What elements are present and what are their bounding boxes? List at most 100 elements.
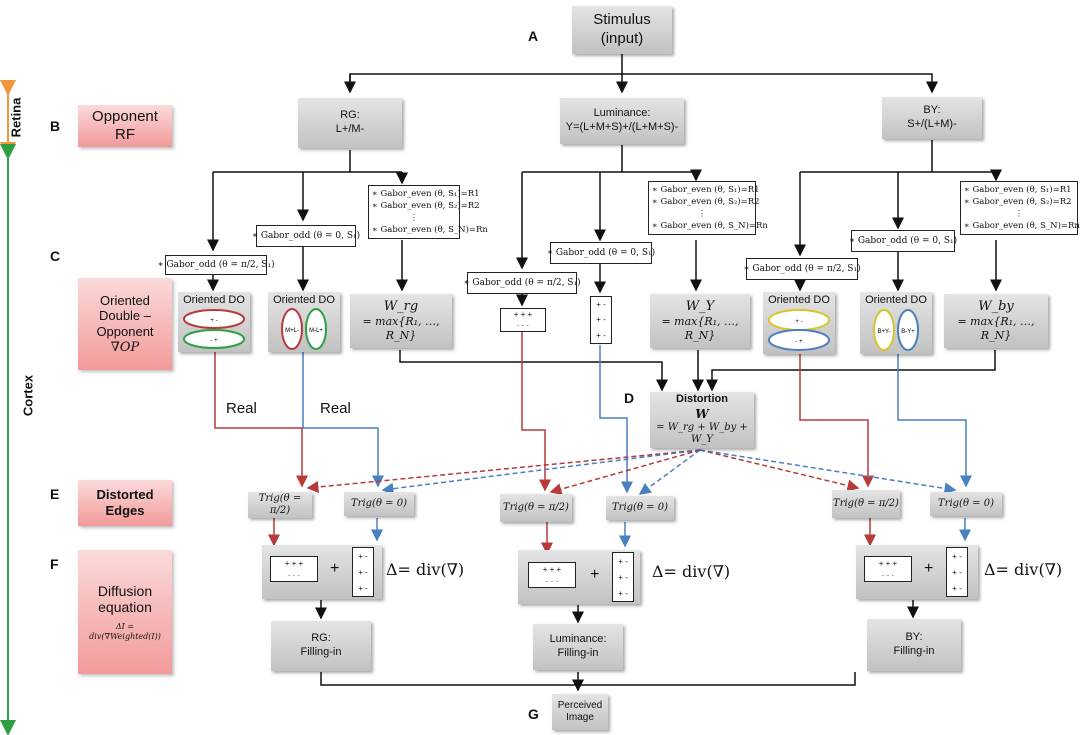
letter-e: E [50,486,60,502]
kernel-row: · · · [545,576,559,586]
luminance-horizontal-kernel: + + + · · · [500,308,546,332]
letter-f: F [50,556,59,572]
kernel-row: + - [618,588,628,598]
diffusion-lum-v-kernel: + - + - + - [612,552,634,602]
distortion-formula: = W_rg + W_by + W_Y [656,421,748,446]
gabor-even-stack-lum: ∗ Gabor_even (θ, S₁)=R1 ∗ Gabor_even (θ,… [648,181,768,235]
stimulus-box: Stimulus (input) [572,6,672,54]
svg-text:+ -: + - [210,318,217,324]
trig-0-lum: Trig(θ = 0) [606,496,674,520]
kernel-row: + - [596,330,606,340]
gabor-even-ellipsis: ⋮ [409,213,419,223]
gabor-even-line: ∗ Gabor_even (θ, S₂)=R2 [652,197,760,207]
svg-text:+ -: + - [795,319,802,325]
oriented-do-row-label: Oriented Double – Opponent ∇OP [78,278,172,370]
diffusion-equation-label: Diffusion equation ΔI = div(∇Weighted(I)… [78,550,172,674]
kernel-row: + - [596,315,606,325]
kernel-row: + - [358,567,368,577]
oriented-do-row-symbol: ∇OP [110,339,140,355]
diffusion-by-h-kernel: + + + · · · [864,556,912,582]
delta-equation-lum: Δ= div(∇) [652,562,731,581]
rg-filling-in-box: RG: Filling-in [271,621,371,671]
oriented-do-by-vertical: Oriented DO B+Y- B-Y+ [860,292,932,354]
luminance-filling-in-box: Luminance: Filling-in [533,624,623,670]
gabor-even-ellipsis: ⋮ [697,209,707,219]
weight-rg-symbol: W_rg [383,299,419,315]
letter-b: B [50,118,61,134]
kernel-row: + - [358,551,368,561]
diffusion-rg-h-kernel: + + + · · · [270,556,318,582]
kernel-row: + + + [284,558,304,568]
cortex-label: Cortex [20,374,36,417]
oriented-do-label: Oriented DO [183,294,245,306]
real-label-blue: Real [320,400,351,417]
gabor-even-line: ∗ Gabor_even (θ, S_N)=Rn [372,225,488,235]
luminance-filling-in-label: Luminance: Filling-in [549,633,607,659]
kernel-row: + + + [542,564,562,574]
by-filling-in-label: BY: Filling-in [893,631,935,657]
gabor-odd-pi2-lum: ∗ Gabor_odd (θ = π/2, S₁) [463,272,581,294]
do-horizontal-icon: + - - + [183,308,245,349]
diffusion-lum-h-kernel: + + + · · · [528,562,576,588]
kernel-row: + - [952,583,962,593]
letter-d: D [624,390,635,406]
luminance-channel-box: Luminance: Y=(L+M+S)+/(L+M+S)- [560,98,684,144]
svg-text:B-Y+: B-Y+ [901,329,915,335]
diffusion-rg-v-kernel: + - + - + - [352,547,374,597]
oriented-do-row-text: Oriented Double – Opponent [96,292,154,339]
gabor-even-line: ∗ Gabor_even (θ, S₁)=R1 [652,185,760,195]
weight-rg-formula: = max{R₁, …, R_N} [362,315,440,343]
gabor-even-line: ∗ Gabor_even (θ, S_N)=Rn [964,221,1080,231]
gabor-odd-0-rg: ∗ Gabor_odd (θ = 0, S₁) [252,225,360,247]
gabor-odd-0-lum: ∗ Gabor_odd (θ = 0, S₁) [547,242,655,264]
gabor-odd-pi2-by: ∗ Gabor_odd (θ = π/2, S₁) [743,258,861,280]
gabor-even-stack-by: ∗ Gabor_even (θ, S₁)=R1 ∗ Gabor_even (θ,… [960,181,1080,235]
weight-y-symbol: W_Y [685,299,715,315]
trig-pi2-by: Trig(θ = π/2) [832,490,900,518]
plus-sign: + [924,560,934,577]
oriented-do-rg-vertical: Oriented DO M+L- M-L+ [268,292,340,352]
plus-sign: + [590,566,600,583]
gabor-even-ellipsis: ⋮ [1014,209,1024,219]
luminance-vertical-kernel: + - + - + - [590,296,612,344]
distortion-symbol: W [695,406,709,421]
oriented-do-by-horizontal: Oriented DO + - - + [763,292,835,354]
svg-text:M-L+: M-L+ [309,328,323,334]
gabor-even-stack-rg: ∗ Gabor_even (θ, S₁)=R1 ∗ Gabor_even (θ,… [368,185,488,239]
gabor-even-line: ∗ Gabor_even (θ, S₂)=R2 [372,201,480,211]
distortion-box: Distortion W = W_rg + W_by + W_Y [650,392,754,448]
gabor-even-line: ∗ Gabor_even (θ, S_N)=Rn [652,221,768,231]
gabor-even-line: ∗ Gabor_even (θ, S₁)=R1 [372,189,480,199]
rg-filling-in-label: RG: Filling-in [300,632,342,658]
gabor-odd-pi2-rg: ∗ Gabor_odd (θ = π/2, S₁) [157,255,275,275]
diffusion-by-v-kernel: + - + - + - [946,547,968,597]
kernel-row: · · · [516,321,530,330]
by-channel-label: BY: S+/(L+M)- [907,104,957,130]
perceived-image-label: Perceived Image [557,699,603,724]
weight-y-box: W_Y = max{R₁, …, R_N} [650,294,750,348]
rg-channel-box: RG: L+/M- [298,98,402,148]
svg-text:M+L-: M+L- [285,328,299,334]
svg-text:B+Y-: B+Y- [878,329,891,335]
distortion-title: Distortion [676,393,728,406]
gabor-even-line: ∗ Gabor_even (θ, S₂)=R2 [964,197,1072,207]
kernel-row: + - [952,551,962,561]
by-filling-in-box: BY: Filling-in [867,619,961,671]
trig-pi2-lum: Trig(θ = π/2) [500,494,572,522]
do-horizontal-icon: + - - + [768,308,830,351]
plus-sign: + [330,560,340,577]
weight-rg-box: W_rg = max{R₁, …, R_N} [350,294,452,348]
distorted-edges-text: Distorted Edges [96,487,154,518]
do-vertical-icon: M+L- M-L+ [281,307,327,350]
kernel-row: · · · [881,570,895,580]
opponent-rf-label: Opponent RF [78,105,172,147]
svg-text:- +: - + [210,338,218,344]
oriented-do-label: Oriented DO [273,294,335,306]
kernel-row: · · · [287,570,301,580]
kernel-row: + - [596,300,606,310]
distorted-edges-label: Distorted Edges [78,480,172,526]
by-channel-box: BY: S+/(L+M)- [882,97,982,139]
letter-g: G [528,706,539,722]
gabor-odd-0-by: ∗ Gabor_odd (θ = 0, S₁) [849,230,957,252]
